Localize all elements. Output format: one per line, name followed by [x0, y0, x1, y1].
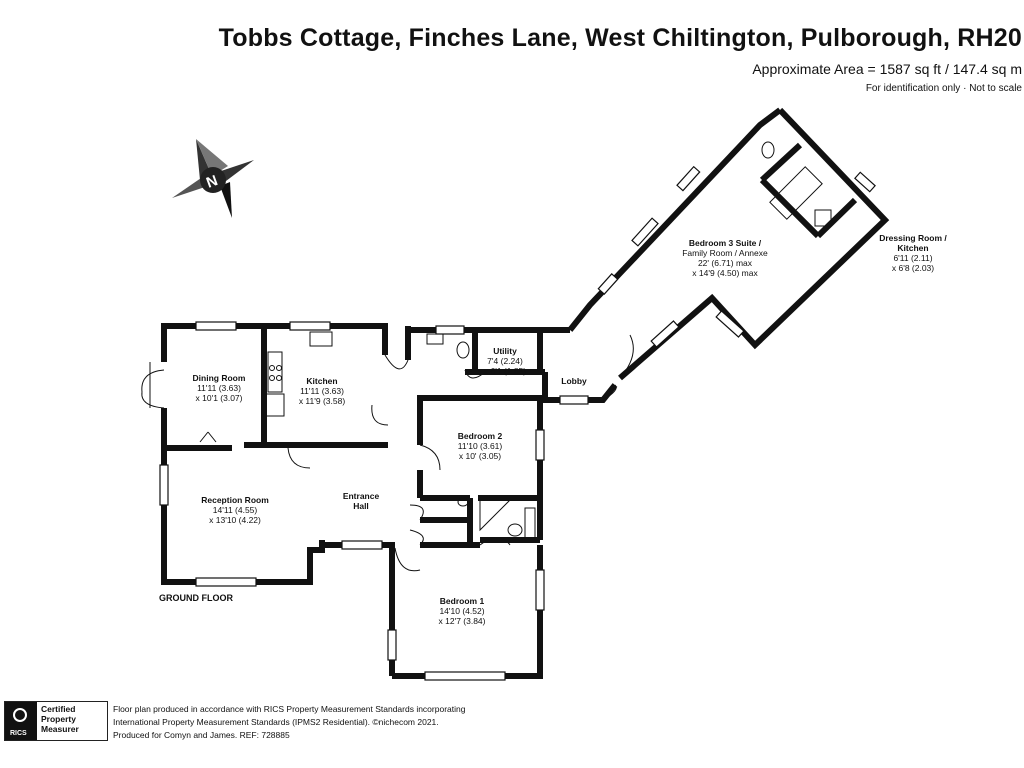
bedroom1-name: Bedroom 1	[440, 596, 485, 606]
kitchen-dim1: 11'11 (3.63)	[300, 386, 344, 396]
reception-room-dim2: x 13'10 (4.22)	[209, 515, 261, 525]
badge-line2: Property	[41, 714, 76, 724]
utility-dim2: x 6'1 (1.85)	[484, 366, 526, 376]
dressing-room-name: Dressing Room /	[879, 233, 947, 243]
bedroom3-name2: Family Room / Annexe	[682, 248, 768, 258]
kitchen-dim2: x 11'9 (3.58)	[299, 396, 346, 406]
dining-room-dim1: 11'11 (3.63)	[197, 383, 241, 393]
dining-french-doors	[141, 362, 165, 409]
dressing-room-dim2: x 6'8 (2.03)	[892, 263, 934, 273]
badge-line1: Certified	[41, 704, 76, 714]
property-title: Tobbs Cottage, Finches Lane, West Chilti…	[218, 24, 1022, 52]
walls	[161, 107, 890, 679]
rics-logo-icon: RICS	[5, 702, 37, 740]
room-labels: Dining Room 11'11 (3.63) x 10'1 (3.07) K…	[193, 233, 948, 626]
entrance-hall-name: Entrance	[343, 491, 380, 501]
badge-line3: Measurer	[41, 724, 79, 734]
bedroom2-dim1: 11'10 (3.61)	[458, 441, 503, 451]
bedroom1-dim2: x 12'7 (3.84)	[439, 616, 486, 626]
rics-text: RICS	[10, 730, 27, 737]
bedroom3-dim1: 22' (6.71) max	[698, 258, 753, 268]
floor-label: GROUND FLOOR	[159, 593, 233, 603]
annexe-windows	[597, 165, 876, 348]
lobby-name: Lobby	[561, 376, 587, 386]
entrance-hall-name2: Hall	[353, 501, 369, 511]
dressing-room-dim1: 6'11 (2.11)	[893, 253, 932, 263]
bedroom2-name: Bedroom 2	[458, 431, 503, 441]
bedroom2-dim2: x 10' (3.05)	[459, 451, 501, 461]
dining-room-dim2: x 10'1 (3.07)	[196, 393, 243, 403]
reception-room-dim1: 14'11 (4.55)	[213, 505, 258, 515]
footer-line2: International Property Measurement Stand…	[113, 717, 439, 727]
bedroom1-dim1: 14'10 (4.52)	[439, 606, 484, 616]
utility-dim1: 7'4 (2.24)	[487, 356, 523, 366]
utility-name: Utility	[493, 346, 517, 356]
kitchen-name: Kitchen	[306, 376, 337, 386]
approximate-area: Approximate Area = 1587 sq ft / 147.4 sq…	[752, 61, 1022, 77]
windows	[159, 321, 589, 681]
bathroom-fittings	[426, 141, 832, 539]
dressing-room-name2: Kitchen	[897, 243, 928, 253]
footer-disclaimer: Floor plan produced in accordance with R…	[113, 703, 465, 742]
reception-room-name: Reception Room	[201, 495, 269, 505]
rics-badge: RICS Certified Property Measurer	[4, 701, 108, 741]
footer-line3: Produced for Comyn and James. REF: 72888…	[113, 730, 290, 740]
identification-note: For identification only · Not to scale	[865, 83, 1022, 94]
kitchen-fittings	[263, 331, 333, 417]
dining-room-name: Dining Room	[193, 373, 246, 383]
footer-line1: Floor plan produced in accordance with R…	[113, 704, 466, 714]
rics-emblem-icon	[13, 708, 27, 722]
badge-text: Certified Property Measurer	[37, 702, 83, 740]
door-swings	[199, 334, 634, 572]
bedroom3-dim2: x 14'9 (4.50) max	[692, 268, 758, 278]
compass-icon: N	[172, 139, 254, 218]
bedroom3-name: Bedroom 3 Suite /	[689, 238, 762, 248]
